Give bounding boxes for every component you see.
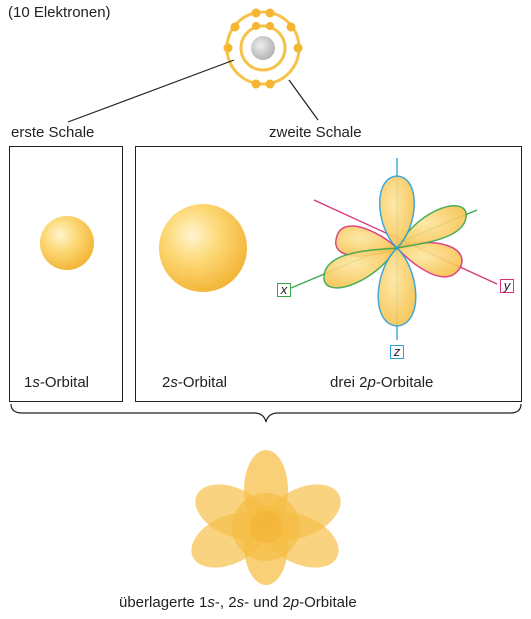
panel-first-shell	[9, 146, 123, 402]
first-shell-label: erste Schale	[11, 124, 95, 141]
px-orbital	[323, 205, 467, 289]
pz-orbital	[377, 175, 417, 327]
first-shell-electrons	[252, 22, 274, 30]
second-shell-electrons	[223, 8, 303, 89]
electron-count-label: (10 Elektronen)	[8, 4, 111, 21]
z-axis-label: z	[390, 345, 404, 359]
first-shell-ring	[239, 24, 287, 72]
orbital-2s-sphere	[159, 204, 247, 292]
orbital-1s-sphere	[40, 216, 94, 270]
second-shell-pointer	[288, 79, 319, 121]
second-shell-label: zweite Schale	[269, 124, 362, 141]
x-axis-label: x	[277, 283, 291, 297]
brace	[10, 403, 522, 423]
first-shell-pointer	[67, 59, 235, 123]
label-2p-orbitals: drei 2p-Orbitale	[330, 374, 434, 391]
p-orbitals	[323, 175, 467, 327]
superimposed-orbitals	[191, 450, 341, 585]
y-axis-label: y	[500, 279, 514, 293]
nucleus	[251, 36, 275, 60]
label-1s-orbital: 1s-Orbital	[24, 374, 90, 391]
label-2s-orbital: 2s-Orbital	[162, 374, 228, 391]
superimposed-caption: überlagerte 1s-, 2s- und 2p-Orbitale	[119, 594, 357, 611]
